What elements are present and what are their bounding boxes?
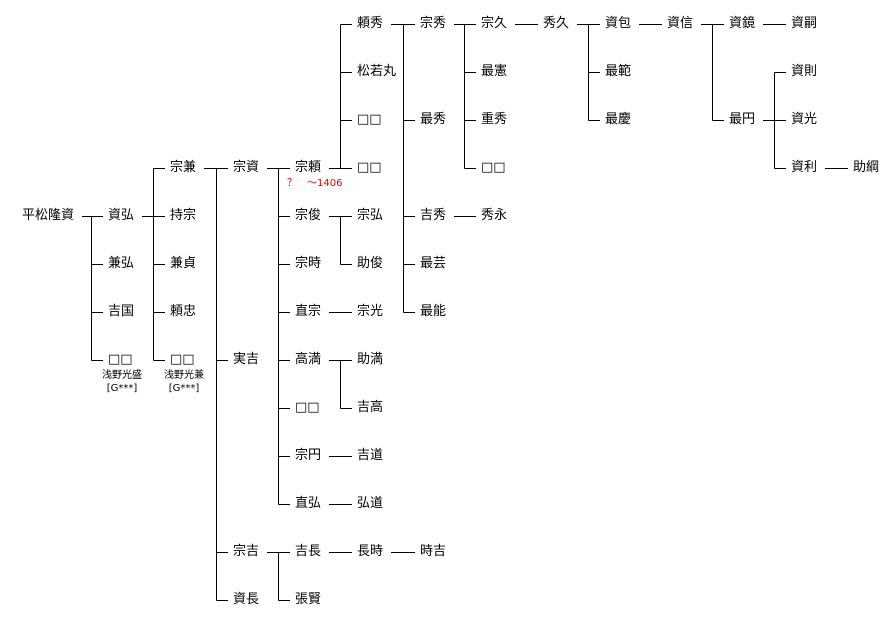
person-node: 最芸	[420, 256, 447, 271]
person-node: □□	[170, 352, 195, 367]
person-node: 高満	[295, 352, 322, 367]
person-annotation: [G***]	[168, 383, 200, 394]
person-node: 資包	[605, 16, 632, 31]
person-node: 最秀	[420, 112, 447, 127]
person-node: 資鏡	[729, 16, 756, 31]
person-node: 吉高	[357, 400, 384, 415]
person-node: 宗秀	[420, 16, 447, 31]
person-node: 時吉	[420, 544, 447, 559]
person-annotation: 浅野光兼	[164, 370, 204, 381]
person-node: 長時	[357, 544, 384, 559]
person-node: 宗頼	[295, 160, 322, 175]
person-node: 頼忠	[170, 304, 197, 319]
person-node: 張賢	[295, 592, 322, 607]
person-node: 宗光	[357, 304, 384, 319]
person-annotation: 浅野光盛	[102, 370, 142, 381]
person-node: 資光	[791, 112, 818, 127]
person-node: 宗俊	[295, 208, 322, 223]
person-node: 秀久	[543, 16, 570, 31]
date-annotation: ？ ～1406	[287, 178, 343, 189]
person-node: □□	[108, 352, 133, 367]
person-node: 兼弘	[108, 256, 135, 271]
person-node: 最慶	[605, 112, 632, 127]
person-node: 吉長	[295, 544, 322, 559]
person-node: 直弘	[295, 496, 322, 511]
person-node: □□	[481, 160, 506, 175]
person-node: 最円	[729, 112, 756, 127]
person-node: 宗弘	[357, 208, 384, 223]
person-node: 資弘	[108, 208, 135, 223]
person-node: 弘道	[357, 496, 384, 511]
person-node: 頼秀	[357, 16, 384, 31]
person-node: 宗久	[481, 16, 508, 31]
person-node: 資信	[667, 16, 694, 31]
person-node: 最憲	[481, 64, 508, 79]
person-node: 吉秀	[420, 208, 447, 223]
person-node: □□	[357, 160, 382, 175]
person-node: 助満	[357, 352, 384, 367]
person-node: 秀永	[481, 208, 508, 223]
person-node: 持宗	[170, 208, 197, 223]
person-node: 資則	[791, 64, 818, 79]
person-node: 実吉	[233, 352, 260, 367]
person-node: 最能	[420, 304, 447, 319]
person-node: 最範	[605, 64, 632, 79]
person-node: 宗兼	[170, 160, 197, 175]
person-node: 吉道	[357, 448, 384, 463]
person-node: 資利	[791, 160, 818, 175]
person-node: 松若丸	[357, 64, 397, 79]
person-node: 平松隆資	[22, 208, 75, 223]
person-node: 資嗣	[791, 16, 818, 31]
person-node: 助俊	[357, 256, 384, 271]
person-node: 宗資	[233, 160, 260, 175]
person-node: 宗吉	[233, 544, 260, 559]
person-node: 兼貞	[170, 256, 197, 271]
person-node: 直宗	[295, 304, 322, 319]
person-node: 吉国	[108, 304, 135, 319]
person-node: 宗円	[295, 448, 322, 463]
person-node: □□	[295, 400, 320, 415]
person-node: 重秀	[481, 112, 508, 127]
person-node: 資長	[233, 592, 260, 607]
person-node: □□	[357, 112, 382, 127]
person-node: 宗時	[295, 256, 322, 271]
person-node: 助綱	[853, 160, 880, 175]
person-annotation: [G***]	[106, 383, 138, 394]
